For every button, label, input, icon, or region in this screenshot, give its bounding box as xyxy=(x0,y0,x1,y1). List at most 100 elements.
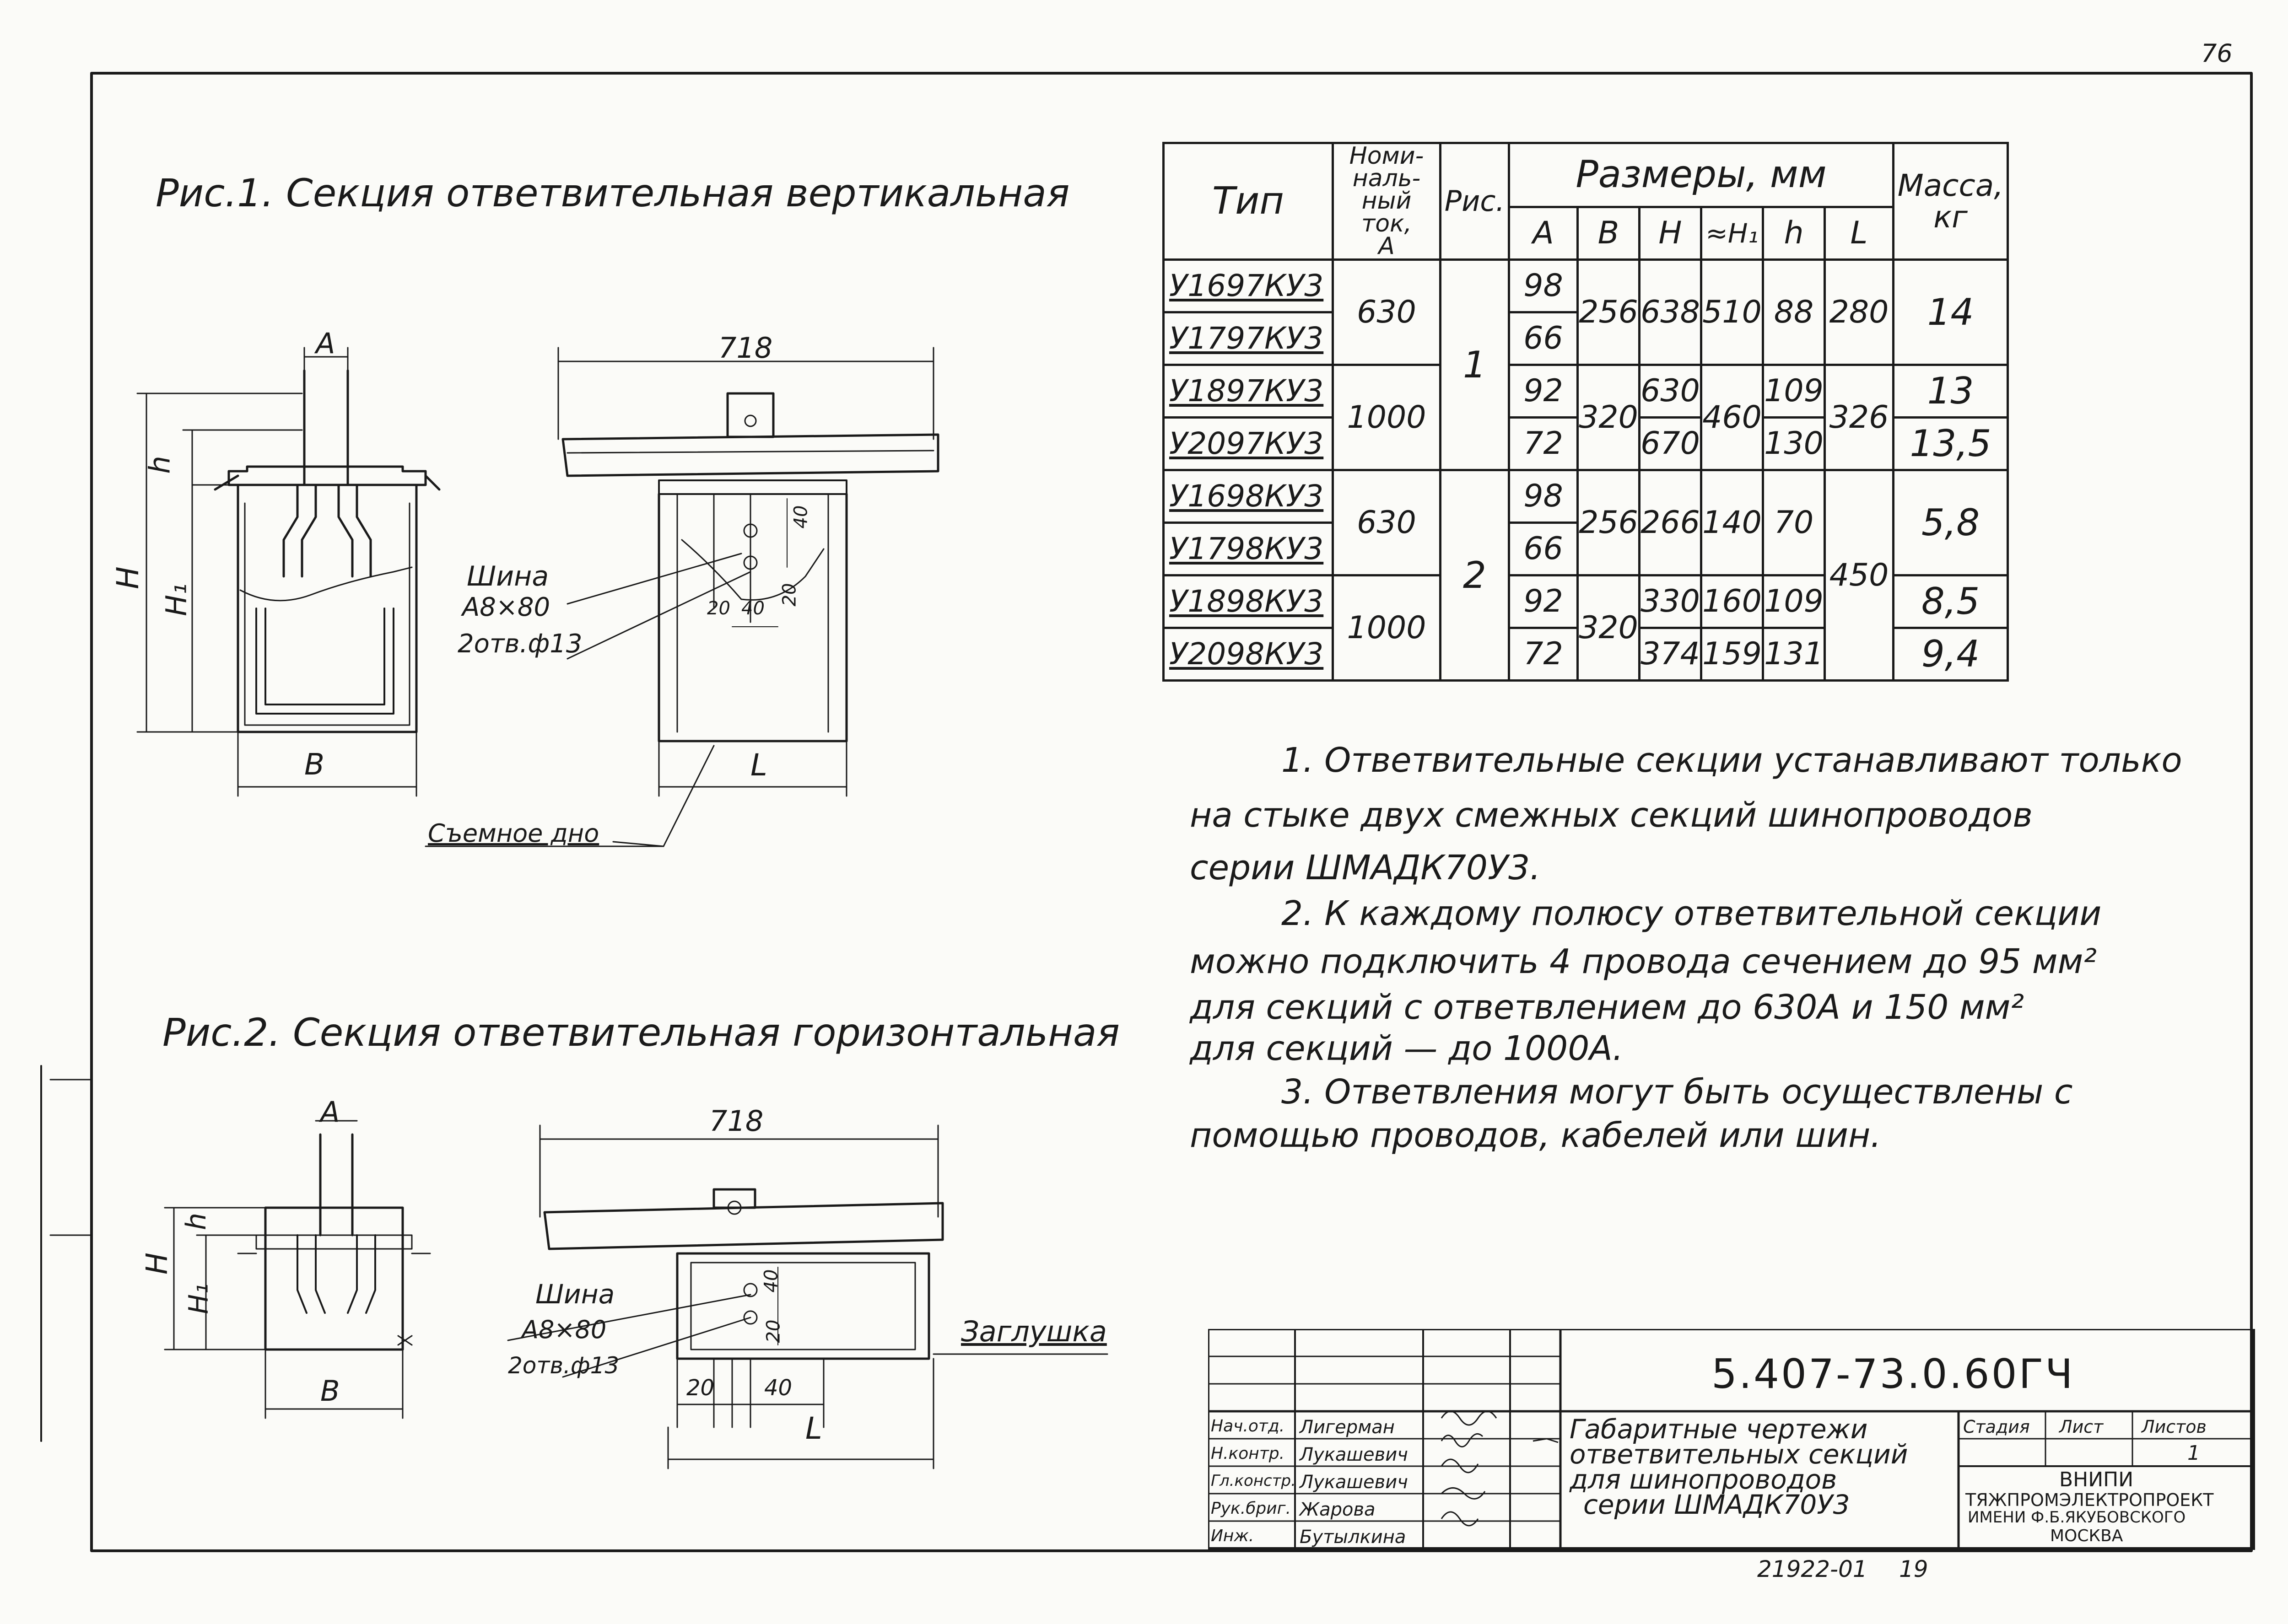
fig1-front-view xyxy=(425,347,939,847)
cell-mass: 5,8 xyxy=(1892,469,2009,576)
title-block-grid xyxy=(1208,1329,2255,1550)
person-name: Лигерман xyxy=(1300,1417,1395,1438)
table-row: У1698КУ3 xyxy=(1162,469,1334,524)
cell-A: 66 xyxy=(1508,311,1579,366)
fig2-side-view xyxy=(164,1120,431,1419)
sheet-header: Лист xyxy=(2059,1417,2104,1437)
note-line: 3. Ответвления могут быть осуществлены с xyxy=(1281,1072,2073,1112)
fig1-dim-H: H xyxy=(110,566,146,589)
cell-h: 70 xyxy=(1762,469,1826,576)
note-line: для секций с ответвлением до 630А и 150 … xyxy=(1190,988,2024,1027)
cell-h: 109 xyxy=(1762,574,1826,629)
fig2-front-view xyxy=(507,1124,1108,1469)
role-label: Гл.констр. xyxy=(1211,1472,1296,1490)
cell-h: 88 xyxy=(1762,258,1826,366)
th-col-B: B xyxy=(1576,206,1640,261)
fig2-dim-b20: 20 xyxy=(686,1375,715,1401)
th-col-A: A xyxy=(1508,206,1579,261)
table-row: У1797КУ3 xyxy=(1162,311,1334,366)
fig1-dim-B: B xyxy=(304,748,324,782)
org-line: ИМЕНИ Ф.Б.ЯКУБОВСКОГО xyxy=(1968,1508,2186,1527)
note-line: на стыке двух смежных секций шинопроводо… xyxy=(1190,796,2033,835)
cell-mass: 13,5 xyxy=(1892,416,2009,471)
cell-mass: 8,5 xyxy=(1892,574,2009,629)
note-line: для секций — до 1000А. xyxy=(1190,1029,1624,1068)
doc-title-line: Габаритные чертежи xyxy=(1570,1414,1868,1445)
cell-A: 92 xyxy=(1508,574,1579,629)
cell-H: 638 xyxy=(1638,258,1702,366)
cell-mass: 13 xyxy=(1892,364,2009,419)
fig1-dim-L: L xyxy=(750,747,767,783)
cell-H: 670 xyxy=(1638,416,1702,471)
cell-B: 256 xyxy=(1576,258,1640,366)
cell-B: 256 xyxy=(1576,469,1640,576)
doc-code: 5.407-73.0.60ГЧ xyxy=(1711,1350,2075,1398)
cell-H: 330 xyxy=(1638,574,1702,629)
cell-B: 320 xyxy=(1576,574,1640,682)
cell-L: 450 xyxy=(1824,469,1894,682)
note-line: 2. К каждому полюсу ответвительной секци… xyxy=(1281,894,2102,933)
cell-h: 130 xyxy=(1762,416,1826,471)
cell-current: 1000 xyxy=(1332,574,1441,682)
person-name: Лукашевич xyxy=(1300,1472,1408,1493)
cell-A: 92 xyxy=(1508,364,1579,419)
cell-H1: 159 xyxy=(1700,627,1764,682)
fig1-removable-bottom: Съемное дно xyxy=(428,819,599,848)
footer-number: 21922-01 xyxy=(1757,1556,1867,1582)
fig1-dim-718: 718 xyxy=(718,331,773,365)
footer-page: 19 xyxy=(1899,1556,1928,1582)
fig1-dim-40: 40 xyxy=(790,505,812,529)
fig1-dim-H1: H₁ xyxy=(159,583,193,616)
cell-H1: 460 xyxy=(1700,364,1764,471)
th-dims: Размеры, мм xyxy=(1508,142,1894,208)
cell-L: 280 xyxy=(1824,258,1894,366)
cell-mass: 14 xyxy=(1892,258,2009,366)
fig2-dim-L: L xyxy=(805,1411,822,1446)
fig2-dim-H1: H₁ xyxy=(183,1283,214,1314)
cell-H1: 510 xyxy=(1700,258,1764,366)
table-row: У1897КУ3 xyxy=(1162,364,1334,419)
corner-sheet-number: 76 xyxy=(2201,39,2233,68)
cell-H: 266 xyxy=(1638,469,1702,576)
stage-header: Стадия xyxy=(1963,1417,2030,1437)
fig2-dim-40: 40 xyxy=(761,1269,782,1293)
fig2-dim-A: A xyxy=(320,1095,340,1129)
note-line: 1. Ответвительные секции устанавливают т… xyxy=(1281,741,2182,780)
sheet-frame xyxy=(90,72,2253,1552)
title-block: 5.407-73.0.60ГЧ Габаритные чертежи ответ… xyxy=(1208,1329,2256,1551)
doc-title-line: серии ШМАДК70У3 xyxy=(1583,1489,1850,1520)
role-label: Инж. xyxy=(1211,1527,1254,1545)
fig2-title: Рис.2. Секция ответвительная горизонталь… xyxy=(162,1010,1120,1055)
fig1-holes: 2отв.ф13 xyxy=(458,629,583,659)
person-name: Бутылкина xyxy=(1300,1527,1406,1548)
person-name: Жарова xyxy=(1300,1499,1376,1520)
fig1-dim-20a: 20 xyxy=(707,598,730,619)
table-row: У1697КУ3 xyxy=(1162,258,1334,313)
cell-current: 1000 xyxy=(1332,364,1441,471)
table-row: У1798КУ3 xyxy=(1162,522,1334,576)
fig2-dim-b40: 40 xyxy=(764,1375,793,1401)
cell-fig: 2 xyxy=(1439,469,1510,682)
doc-title-line: для шинопроводов xyxy=(1570,1464,1837,1495)
sheets-value: 1 xyxy=(2187,1441,2200,1465)
fig2-holes: 2отв.ф13 xyxy=(508,1352,620,1379)
note-line: можно подключить 4 провода сечением до 9… xyxy=(1190,942,2097,981)
cell-mass: 9,4 xyxy=(1892,627,2009,682)
cell-fig: 1 xyxy=(1439,258,1510,471)
note-line: серии ШМАДК70У3. xyxy=(1190,848,1541,887)
note-line: помощью проводов, кабелей или шин. xyxy=(1190,1116,1881,1155)
cell-L: 326 xyxy=(1824,364,1894,471)
th-col-H: H xyxy=(1638,206,1702,261)
org-line: ВНИПИ xyxy=(2059,1468,2134,1491)
fig1-dim-40b: 40 xyxy=(741,598,765,619)
fig1-dim-h: h xyxy=(143,456,177,474)
fig2-dim-H: H xyxy=(140,1252,175,1275)
cell-h: 131 xyxy=(1762,627,1826,682)
fig1-bus-label: Шина xyxy=(467,560,549,592)
cell-A: 72 xyxy=(1508,416,1579,471)
cell-h: 109 xyxy=(1762,364,1826,419)
cell-current: 630 xyxy=(1332,469,1441,576)
org-line: МОСКВА xyxy=(2050,1527,2123,1545)
